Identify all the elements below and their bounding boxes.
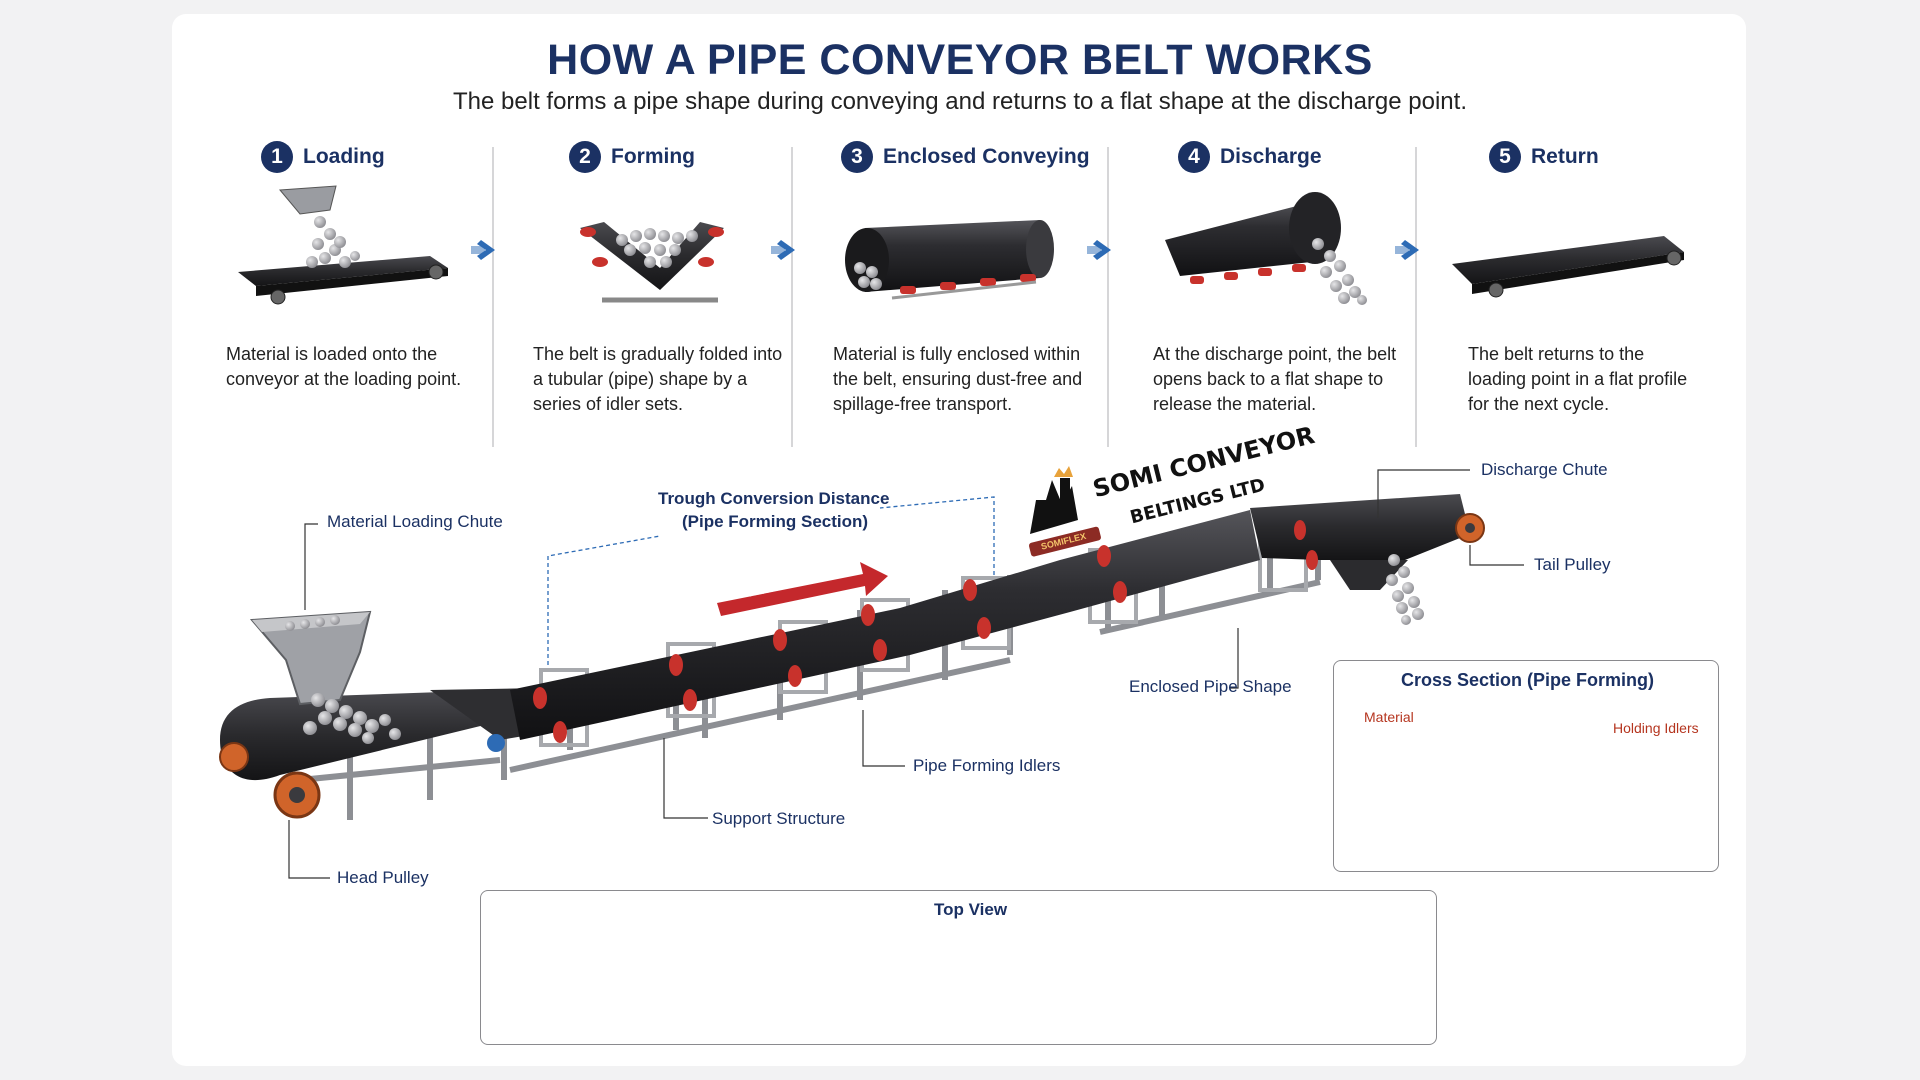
step-3-title: Enclosed Conveying bbox=[883, 145, 1090, 168]
chevron-right-icon bbox=[777, 240, 795, 260]
cross-section-holding-idlers-label: Holding Idlers bbox=[1613, 720, 1699, 736]
step-1-header: 1 Loading bbox=[261, 140, 385, 174]
step-4-description: At the discharge point, the belt opens b… bbox=[1153, 344, 1397, 414]
step-divider bbox=[791, 147, 793, 447]
step-1-number-badge: 1 bbox=[261, 141, 293, 173]
company-logo bbox=[1028, 466, 1101, 557]
material-flow-arrow bbox=[717, 562, 888, 616]
trough-conversion-label-line1: Trough Conversion Distance bbox=[658, 489, 890, 508]
step-3-header: 3 Enclosed Conveying bbox=[841, 140, 1090, 174]
step-2-title: Forming bbox=[611, 145, 695, 168]
step-divider bbox=[492, 147, 494, 447]
cross-section-panel bbox=[1333, 660, 1719, 872]
step-divider bbox=[1415, 147, 1417, 447]
enclosed-pipe-shape-label: Enclosed Pipe Shape bbox=[1129, 677, 1292, 696]
page-title: HOW A PIPE CONVEYOR BELT WORKS bbox=[547, 36, 1373, 84]
pipe-forming-idlers-label: Pipe Forming Idlers bbox=[913, 756, 1061, 775]
step-2-forming-illustration bbox=[580, 222, 724, 303]
top-view-panel bbox=[480, 890, 1437, 1045]
discharge-chute-label: Discharge Chute bbox=[1481, 460, 1608, 479]
trough-conversion-label-line2: (Pipe Forming Section) bbox=[682, 512, 869, 531]
step-3-description: Material is fully enclosed within the be… bbox=[833, 344, 1083, 414]
step-divider bbox=[1107, 147, 1109, 447]
step-5-header: 5 Return bbox=[1489, 140, 1599, 174]
step-1-description: Material is loaded onto the conveyor at … bbox=[226, 344, 462, 389]
step-5-title: Return bbox=[1531, 145, 1599, 168]
step-5-number-badge: 5 bbox=[1489, 141, 1521, 173]
head-pulley-label: Head Pulley bbox=[337, 868, 429, 887]
step-2-number-badge: 2 bbox=[569, 141, 601, 173]
cross-section-title: Cross Section (Pipe Forming) bbox=[1401, 670, 1655, 690]
step-4-title: Discharge bbox=[1220, 145, 1322, 168]
step-2-header: 2 Forming bbox=[569, 140, 695, 174]
top-view-title: Top View bbox=[934, 900, 1008, 919]
step-4-discharge-illustration bbox=[1165, 192, 1367, 305]
tail-pulley-label: Tail Pulley bbox=[1534, 555, 1611, 574]
chevron-right-icon bbox=[1093, 240, 1111, 260]
step-4-header: 4 Discharge bbox=[1178, 140, 1322, 174]
step-3-number-badge: 3 bbox=[841, 141, 873, 173]
material-loading-chute-label: Material Loading Chute bbox=[327, 512, 503, 531]
step-1-loading-illustration bbox=[238, 185, 448, 305]
cross-section-material-label: Material bbox=[1364, 709, 1414, 725]
step-arrows bbox=[471, 240, 1419, 260]
chevron-right-icon bbox=[477, 240, 495, 260]
step-5-description: The belt returns to the loading point in… bbox=[1468, 344, 1688, 414]
step-2-description: The belt is gradually folded into a tubu… bbox=[533, 344, 783, 414]
step-4-number-badge: 4 bbox=[1178, 141, 1210, 173]
main-conveyor bbox=[219, 494, 1485, 820]
page-subtitle: The belt forms a pipe shape during conve… bbox=[453, 88, 1467, 115]
support-structure-label: Support Structure bbox=[712, 809, 846, 828]
chevron-right-icon bbox=[1401, 240, 1419, 260]
step-3-enclosed-pipe-illustration bbox=[845, 220, 1054, 300]
step-5-return-illustration bbox=[1452, 236, 1684, 298]
step-1-title: Loading bbox=[303, 145, 385, 168]
